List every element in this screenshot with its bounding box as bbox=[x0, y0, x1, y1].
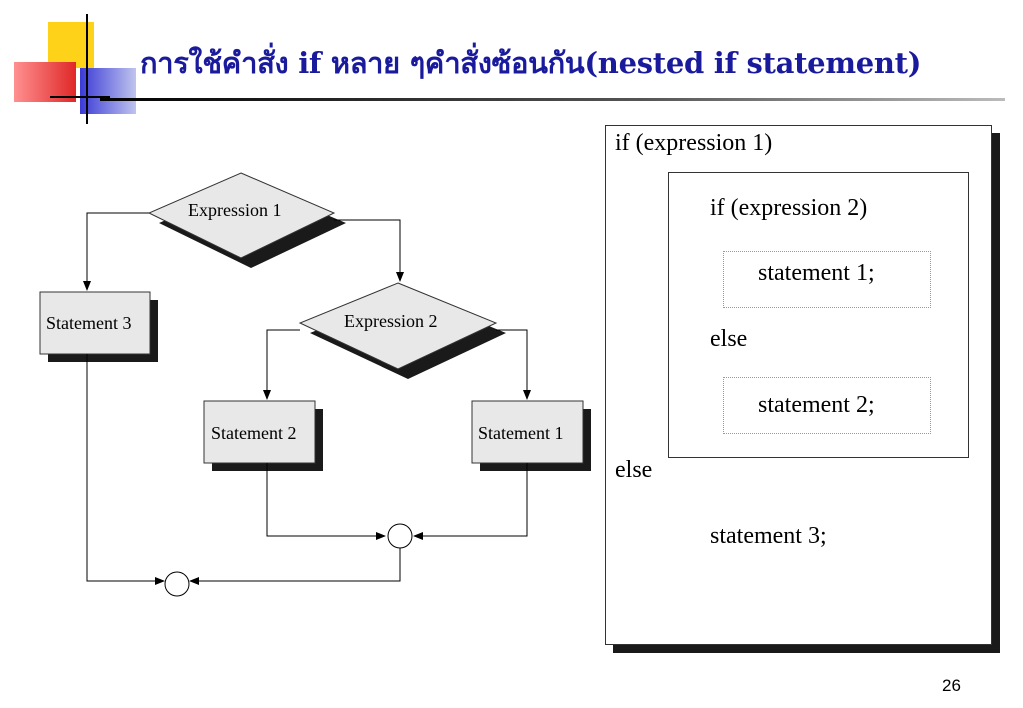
slide-title: การใช้คำสั่ง if หลาย ๆคำสั่งซ้อนกัน(nest… bbox=[140, 46, 922, 80]
decor-red-square bbox=[14, 62, 76, 102]
code-if-expression2: if (expression 2) bbox=[710, 195, 868, 221]
junction-outer bbox=[164, 571, 190, 597]
code-else-inner: else bbox=[710, 326, 748, 352]
edge-stmt3-to-junction1 bbox=[86, 354, 165, 585]
expression2-label: Expression 2 bbox=[344, 311, 438, 331]
junction-inner bbox=[387, 523, 413, 549]
statement2-box bbox=[203, 400, 316, 464]
code-else-outer: else bbox=[615, 457, 653, 483]
expression2-diamond bbox=[298, 282, 498, 370]
code-if-expression1: if (expression 1) bbox=[615, 130, 773, 156]
expression1-label: Expression 1 bbox=[188, 200, 282, 220]
code-statement1: statement 1; bbox=[758, 260, 875, 286]
code-statement2: statement 2; bbox=[758, 392, 875, 418]
edge-stmt1-to-junction2 bbox=[413, 463, 528, 540]
decor-blue-square bbox=[80, 68, 136, 114]
expression1-diamond bbox=[147, 172, 336, 259]
decor-horizontal-line bbox=[50, 96, 110, 98]
edge-expr1-to-expr2 bbox=[334, 219, 404, 282]
edge-expr1-to-stmt3 bbox=[83, 212, 149, 291]
decor-vertical-line bbox=[86, 14, 88, 124]
page-number: 26 bbox=[942, 676, 961, 695]
code-statement3: statement 3; bbox=[710, 523, 827, 549]
edge-expr2-to-stmt1 bbox=[496, 329, 531, 400]
title-underline bbox=[100, 98, 1005, 101]
statement2-label: Statement 2 bbox=[211, 423, 297, 443]
statement3-box bbox=[39, 291, 151, 355]
statement1-panel bbox=[723, 251, 931, 308]
edge-expr2-to-stmt2 bbox=[263, 329, 300, 400]
edge-junction2-to-junction1 bbox=[189, 548, 401, 585]
edge-stmt2-to-junction2 bbox=[266, 463, 386, 540]
statement2-panel bbox=[723, 377, 931, 434]
statement3-label: Statement 3 bbox=[46, 313, 132, 333]
statement1-label: Statement 1 bbox=[478, 423, 564, 443]
